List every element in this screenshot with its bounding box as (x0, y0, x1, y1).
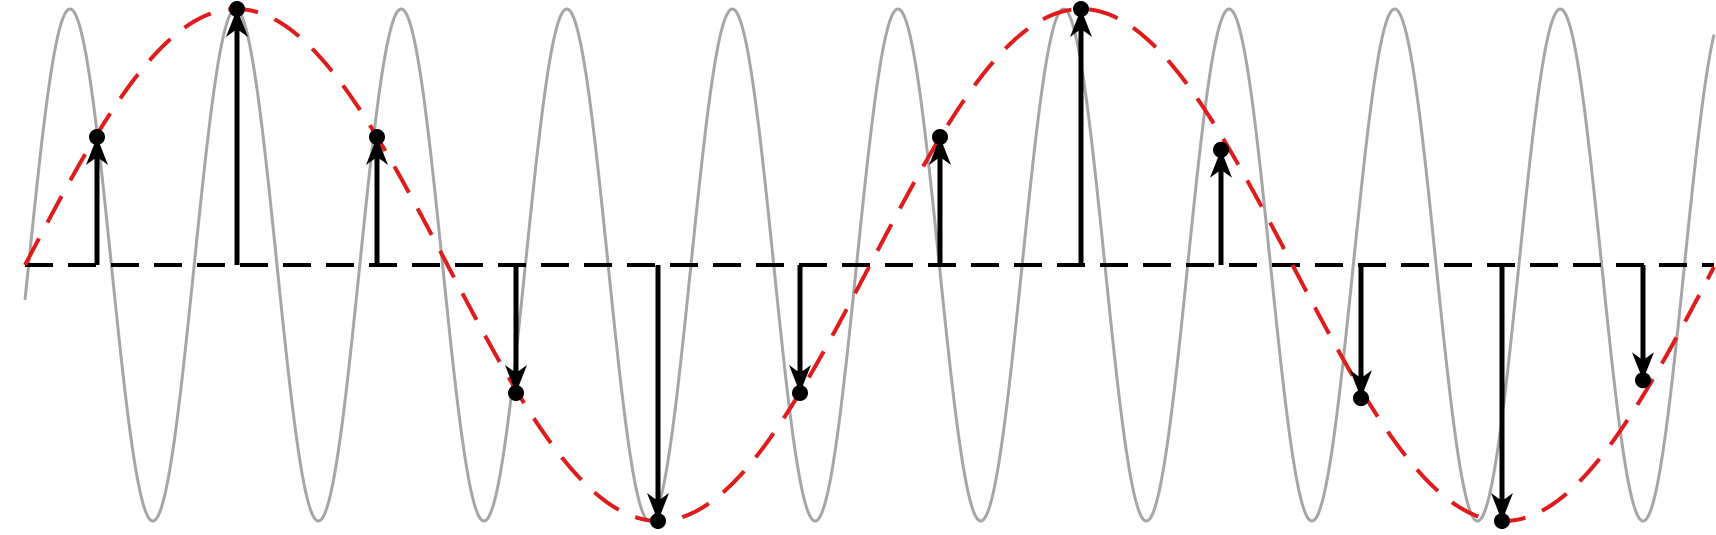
sample-point (650, 513, 666, 529)
sample-arrows-layer (86, 1, 1654, 529)
sample-arrow-head (1070, 9, 1092, 37)
sample-point (1494, 513, 1510, 529)
sample-point (1213, 141, 1229, 158)
sample-point (932, 129, 948, 145)
sample-point (1353, 390, 1369, 407)
sample-point (792, 385, 808, 401)
envelope-wave-layer (23, 7, 1716, 523)
sample-arrow-head (505, 365, 527, 393)
envelope-wave (23, 7, 1716, 523)
sample-point (1073, 1, 1089, 17)
sample-point (229, 1, 245, 17)
sample-arrow-head (1632, 352, 1654, 381)
sample-arrow-head (366, 137, 388, 165)
sample-arrow-head (1491, 493, 1513, 521)
sample-arrow-head (647, 493, 669, 521)
sample-point (89, 129, 105, 145)
sample-arrow-head (789, 365, 811, 393)
sample-arrow-head (226, 9, 248, 37)
sample-point (1635, 372, 1651, 389)
sample-arrow-head (86, 137, 108, 165)
sample-arrow-head (1210, 149, 1232, 178)
carrier-wave (23, 7, 1716, 523)
sample-arrow-head (929, 137, 951, 165)
sample-point (369, 129, 385, 145)
sample-arrow-head (1350, 370, 1372, 399)
carrier-wave-layer (23, 7, 1716, 523)
sample-point (508, 385, 524, 401)
